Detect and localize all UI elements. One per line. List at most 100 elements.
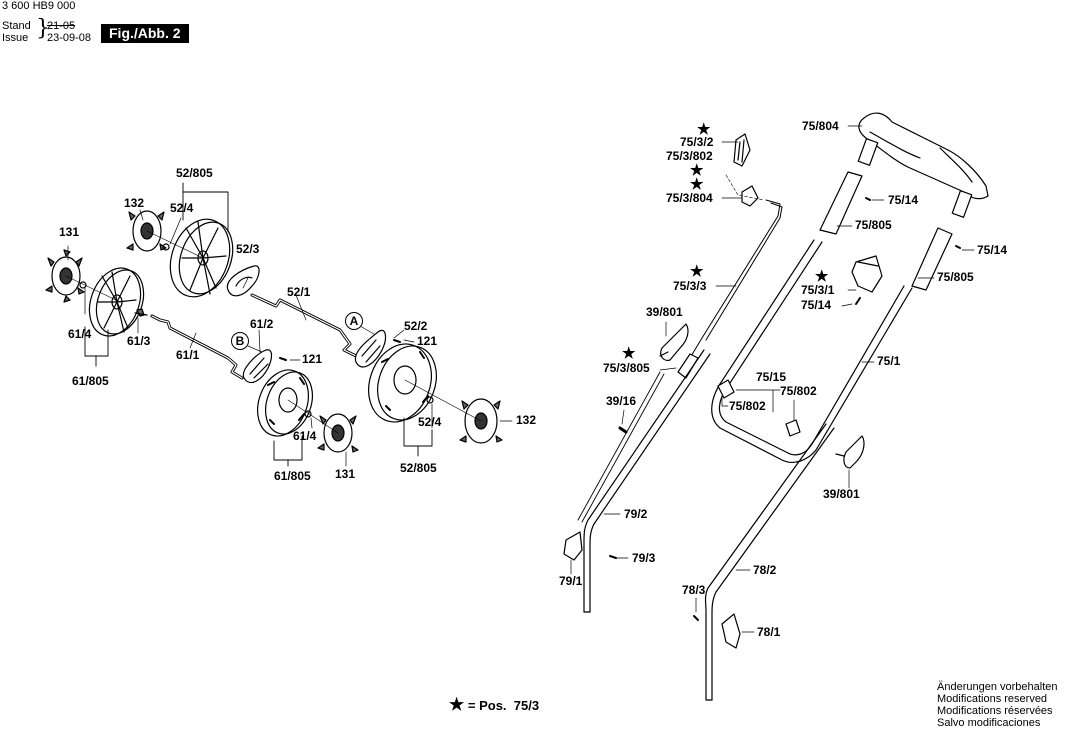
screw-79-3	[609, 555, 617, 559]
screw-121-b	[279, 357, 287, 361]
knob-39-801-right	[835, 435, 865, 469]
part-label: 75/3/804	[666, 191, 713, 205]
notice-line-de: Änderungen vorbehalten	[937, 681, 1058, 693]
screw-75-14-b	[955, 245, 961, 249]
part-label: 75/14	[801, 298, 832, 312]
part-label: 132	[124, 196, 145, 210]
stand-issue-labels: Stand Issue	[2, 20, 31, 44]
pin-39-16	[618, 426, 628, 434]
knob-39-801-left	[659, 323, 689, 361]
screw-121-a	[393, 339, 401, 343]
figure-badge: Fig./Abb. 2	[101, 24, 189, 43]
height-adjuster-61-2	[242, 349, 273, 383]
callout-b: B	[231, 332, 249, 350]
part-label: 75/15	[756, 370, 787, 384]
stand-label: Stand	[2, 20, 31, 32]
screw-75-14-a	[865, 197, 871, 201]
screw-78-3	[693, 615, 699, 621]
part-label: 79/3	[632, 551, 656, 565]
part-label: 79/2	[624, 507, 648, 521]
cable-clip-75-3-804	[741, 185, 759, 207]
part-label: 131	[335, 467, 356, 481]
part-label: 78/2	[753, 563, 777, 577]
part-label: 61/2	[250, 317, 274, 331]
part-label: 78/3	[682, 583, 706, 597]
document-number: 3 600 HB9 000	[2, 0, 76, 12]
part-label: 75/1	[877, 354, 901, 368]
part-label: 52/3	[236, 242, 260, 256]
part-label: 75/3/1	[801, 283, 835, 297]
part-label: 75/3/805	[603, 361, 650, 375]
height-adjuster-52-3	[226, 265, 260, 297]
legend-star: ★	[449, 695, 465, 714]
part-label: 121	[302, 352, 323, 366]
handle-bar-75-804	[857, 112, 989, 218]
wheel-52-805-bottom	[368, 343, 437, 423]
clip-78-1	[721, 613, 741, 649]
part-label: 75/14	[977, 243, 1008, 257]
part-label: 61/4	[68, 327, 92, 341]
part-label: 39/801	[823, 487, 860, 501]
spacer-52-4	[162, 243, 170, 251]
part-label: 131	[59, 225, 80, 239]
notice-line-en: Modifications reserved	[937, 693, 1048, 705]
part-label: 75/802	[729, 399, 766, 413]
part-label: 78/1	[757, 625, 781, 639]
axle-61-1	[150, 314, 244, 380]
modifications-notice: Änderungen vorbehalten Modifications res…	[937, 681, 1057, 729]
part-label: 61/3	[127, 334, 151, 348]
tube-75-805-a	[819, 171, 863, 235]
part-label: 61/4	[293, 429, 317, 443]
spacer-61-4	[79, 281, 87, 289]
cable-75-3-3	[689, 199, 781, 359]
part-label: 52/1	[287, 285, 311, 299]
part-label: 61/1	[176, 348, 200, 362]
spacer-52-4-bottom	[426, 396, 434, 404]
star-marker: ★	[690, 162, 704, 179]
clamp-75-802-b	[785, 419, 801, 437]
part-label: 75/802	[780, 384, 817, 398]
hubcap-131-bottom	[317, 413, 359, 453]
part-label: 75/3/802	[666, 149, 713, 163]
star-marker: ★	[815, 268, 829, 285]
tube-75-805-b	[911, 227, 953, 291]
hubcap-132-top	[126, 210, 167, 252]
part-label: 61/805	[72, 374, 109, 388]
clip-79-1	[563, 531, 583, 561]
hubcap-131-top	[45, 249, 85, 303]
part-label: 121	[417, 334, 438, 348]
part-label: 79/1	[559, 574, 583, 588]
spacer-61-4-bottom	[304, 410, 312, 418]
issue-label: Issue	[2, 32, 29, 44]
brace-symbol: }	[36, 16, 50, 41]
issue-date: 23-09-08	[47, 32, 92, 44]
star-marker: ★	[622, 345, 636, 362]
stand-date: 21-05	[47, 20, 76, 32]
part-label: 52/4	[418, 415, 442, 429]
part-label: 75/805	[937, 270, 974, 284]
star-marker: ★	[697, 121, 711, 138]
middle-handle-79-2	[583, 349, 711, 613]
star-marker: ★	[690, 263, 704, 280]
part-label: 52/805	[176, 166, 213, 180]
legend: ★ = Pos. 75/3	[449, 695, 539, 715]
screw-75-14-c	[855, 297, 861, 305]
clamp-75-802-a	[717, 379, 735, 399]
callout-a: A	[345, 312, 363, 330]
part-label: 52/805	[400, 461, 437, 475]
part-label: 39/801	[646, 305, 683, 319]
part-label: 75/14	[888, 193, 919, 207]
height-adjuster-52-2	[354, 329, 387, 368]
part-label: 75/3/3	[673, 279, 707, 293]
notice-line-es: Salvo modificaciones	[937, 717, 1041, 729]
star-marker: ★	[690, 176, 704, 193]
cable-connector-75-3-2	[733, 133, 751, 167]
part-label: 52/4	[170, 201, 194, 215]
notice-line-fr: Modifications réservées	[937, 705, 1053, 717]
lower-handle-78-2	[704, 423, 835, 701]
part-label: 52/2	[404, 319, 428, 333]
part-label: 132	[516, 413, 537, 427]
pin-61-3	[134, 308, 148, 317]
part-label: 75/805	[855, 218, 892, 232]
